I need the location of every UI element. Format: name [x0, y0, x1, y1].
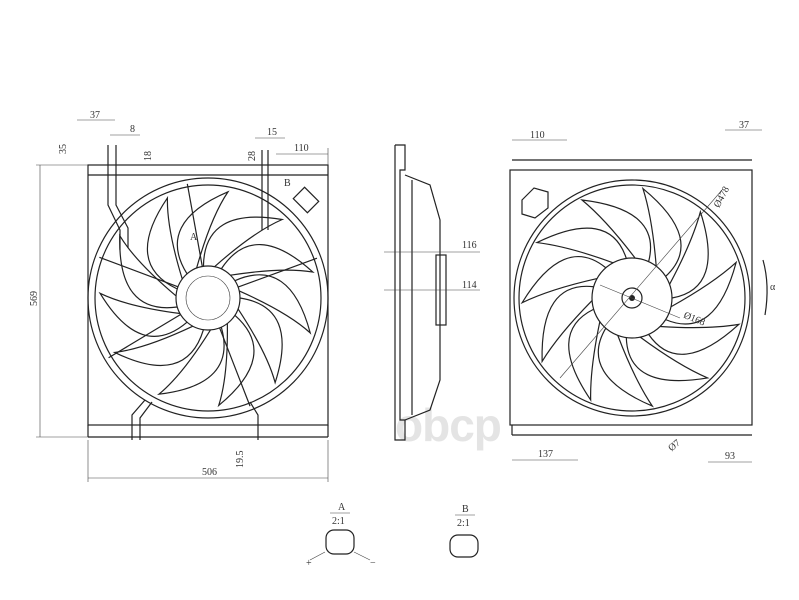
shroud-spoke	[237, 257, 318, 288]
dim-93: 93	[725, 451, 735, 462]
dim-19-5: 19.5	[235, 451, 246, 469]
shroud-spoke	[219, 327, 251, 407]
shroud-spoke	[108, 313, 181, 359]
fan-blade	[641, 186, 682, 277]
fan-blade	[669, 209, 709, 299]
fan-blade	[112, 325, 205, 366]
svg-text:A: A	[338, 502, 346, 513]
fan-blade	[665, 260, 738, 325]
fan-blade	[156, 326, 225, 396]
dim-116: 116	[462, 240, 477, 251]
fan-blade	[625, 336, 710, 382]
side-frame	[394, 144, 406, 441]
dim-110: 110	[294, 143, 309, 154]
bracket-left	[107, 145, 121, 250]
fan-blade	[202, 216, 285, 268]
dim-137: 137	[538, 449, 553, 460]
fan-blade	[541, 285, 594, 364]
dim-8: 8	[130, 124, 135, 135]
fan-blade	[580, 199, 652, 262]
fan-blade	[176, 190, 230, 275]
fan-blade	[217, 314, 255, 408]
fan-blade	[520, 256, 607, 305]
rear-shroud-outer	[513, 179, 751, 417]
svg-text:+: +	[306, 558, 312, 569]
fan-blade	[220, 244, 315, 276]
fan-blade	[98, 291, 188, 337]
dim-18: 18	[143, 151, 154, 161]
rear-connector	[521, 187, 549, 219]
fan-blade	[534, 227, 627, 264]
svg-text:2:1: 2:1	[457, 518, 470, 529]
front-shroud-inner	[94, 184, 322, 412]
dim-hole-diameter: Ø7	[666, 438, 682, 454]
rotation-symbol: α	[770, 282, 776, 293]
fan-blade	[648, 323, 741, 355]
front-shroud-outer	[87, 177, 329, 419]
dim-37: 37	[90, 110, 100, 121]
svg-text:−: −	[370, 558, 376, 569]
label-b: B	[284, 178, 291, 189]
fan-blade	[597, 327, 654, 408]
dim-114: 114	[462, 280, 477, 291]
watermark-logo: obcp	[395, 399, 502, 451]
fan-blade	[237, 297, 283, 385]
fan-blade	[568, 308, 601, 402]
dim-506: 506	[202, 467, 217, 478]
front-view: B A 37 8 35 18 15 28 110 569 506 19.5	[29, 110, 329, 482]
front-spokes	[99, 183, 318, 407]
detail-b: B 2:1	[449, 504, 479, 558]
dim-rear-110: 110	[530, 130, 545, 141]
dim-rear-37: 37	[739, 120, 749, 131]
dim-35: 35	[58, 144, 69, 154]
shroud-spoke	[186, 183, 203, 267]
detail-a: A 2:1 + −	[306, 502, 376, 569]
dim-28: 28	[247, 151, 258, 161]
svg-text:2:1: 2:1	[332, 516, 345, 527]
rear-view: α Ø478 Ø168 110 37 Ø7 137 93	[509, 120, 776, 463]
connector-a-icon	[325, 529, 355, 555]
svg-text:B: B	[462, 504, 469, 515]
dim-15: 15	[267, 127, 277, 138]
connector-b-outline	[292, 186, 320, 214]
front-frame	[87, 164, 329, 426]
fan-blade	[234, 274, 312, 335]
label-a: A	[190, 232, 198, 243]
connector-b-icon	[449, 534, 479, 558]
dim-fan-diameter: Ø478	[712, 185, 732, 210]
fan-blade	[146, 195, 183, 290]
rear-blades	[520, 186, 741, 408]
dim-569: 569	[29, 291, 40, 306]
shroud-spoke	[99, 256, 179, 288]
front-motor	[175, 265, 241, 331]
rear-frame	[509, 169, 753, 426]
side-view: 116 114	[384, 144, 480, 441]
dim-hub-diameter: Ø168	[682, 310, 707, 329]
front-blades	[98, 190, 315, 408]
